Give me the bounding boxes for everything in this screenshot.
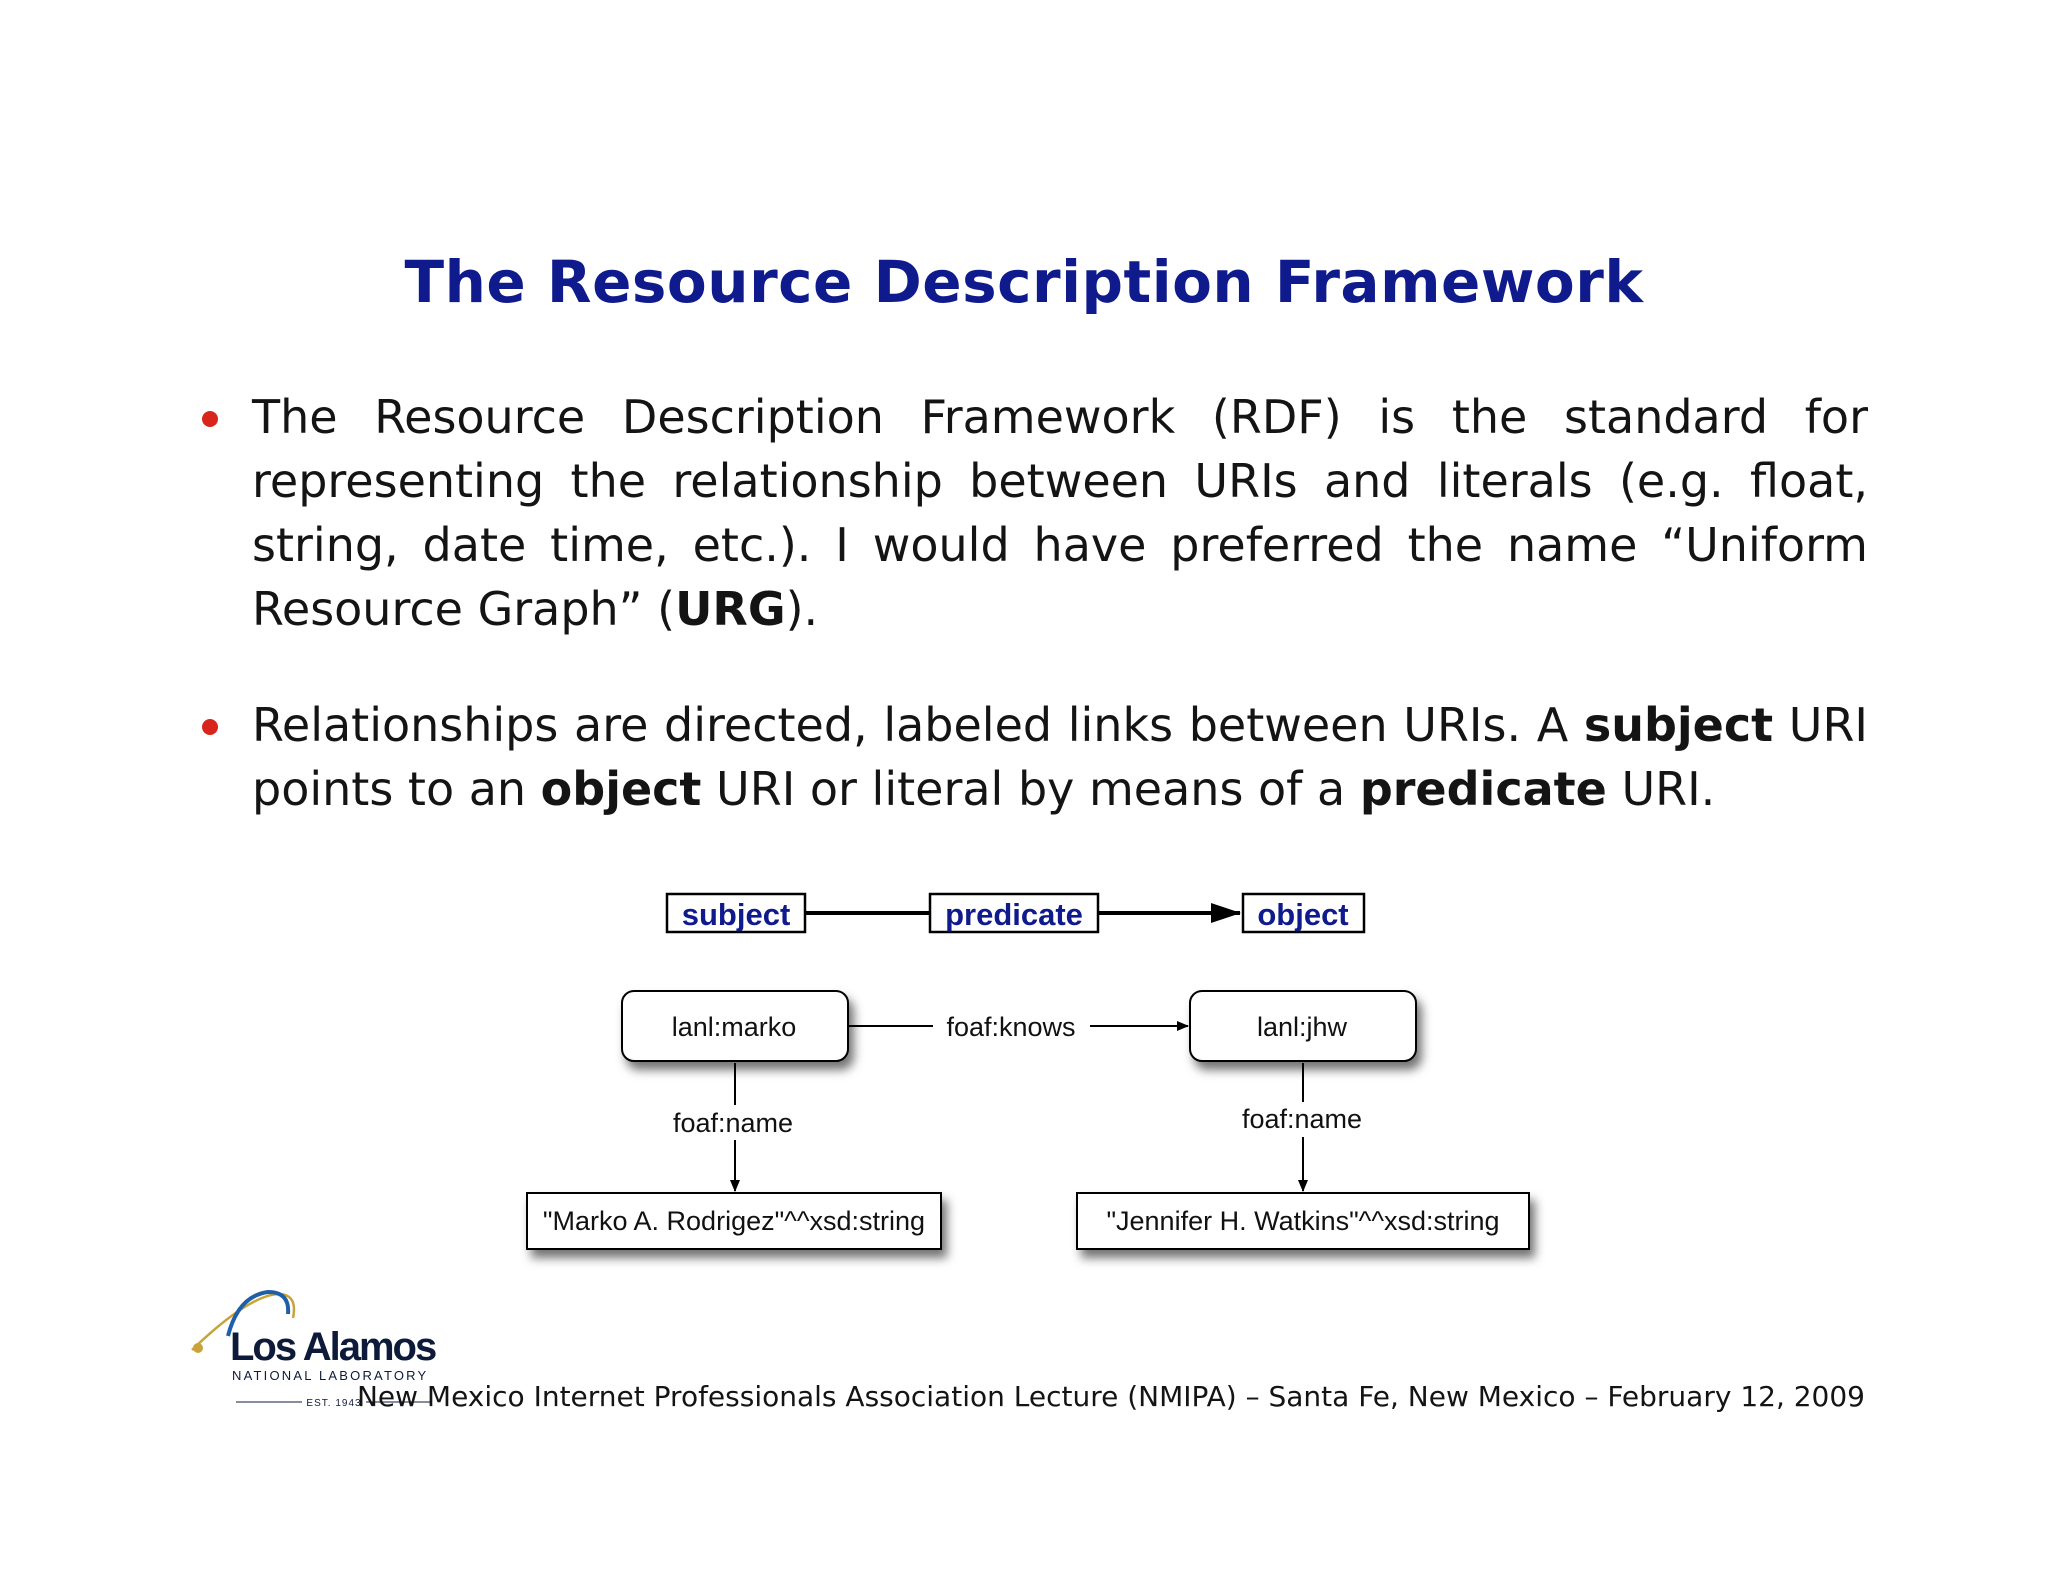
legend-predicate-label: predicate xyxy=(945,897,1083,932)
slide-title: The Resource Description Framework xyxy=(404,248,1644,316)
bullet-segment: URI points to an xyxy=(252,698,1868,816)
node-jhw-literal xyxy=(1076,1192,1530,1250)
bullet-item: The Resource Description Framework (RDF)… xyxy=(196,385,1868,641)
legend-predicate-box xyxy=(928,892,1100,934)
bullet-segment: ). xyxy=(785,582,819,636)
legend-row: subject predicate object xyxy=(665,892,1366,934)
bullet-segment-bold: subject xyxy=(1583,698,1774,752)
bullet-segment-bold: predicate xyxy=(1359,762,1607,816)
bullet-segment: The Resource Description Framework (RDF)… xyxy=(252,390,1868,636)
bullet-text: The Resource Description Framework (RDF)… xyxy=(252,390,1868,636)
bullet-text: Relationships are directed, labeled link… xyxy=(252,698,1868,816)
edge-knows-label: foaf:knows xyxy=(946,1012,1075,1042)
legend-subject-label: subject xyxy=(682,897,791,932)
node-jhw xyxy=(1189,990,1417,1062)
logo-established: EST. 1943 xyxy=(306,1398,361,1409)
bullet-dot-icon xyxy=(202,411,218,427)
logo-orbit-blue xyxy=(226,1289,291,1337)
logo-dot xyxy=(193,1343,203,1353)
edge-marko-name-label: foaf:name xyxy=(673,1108,793,1138)
node-marko-literal-label: "Marko A. Rodrigez"^^xsd:string xyxy=(543,1206,925,1236)
bullet-segment: URI. xyxy=(1606,762,1716,816)
node-jhw-label: lanl:jhw xyxy=(1257,1012,1348,1042)
logo-name: Los Alamos xyxy=(230,1325,436,1369)
bullet-segment: Relationships are directed, labeled link… xyxy=(252,698,1584,752)
bullet-segment-bold: URG xyxy=(675,582,786,636)
bullet-item: Relationships are directed, labeled link… xyxy=(196,693,1868,821)
logo-subtitle: NATIONAL LABORATORY xyxy=(232,1368,428,1383)
los-alamos-logo: Los Alamos NATIONAL LABORATORY EST. 1943 xyxy=(191,1289,438,1409)
legend-object-box xyxy=(1241,892,1366,934)
legend-subject-box xyxy=(665,892,807,934)
slide-footer: New Mexico Internet Professionals Associ… xyxy=(356,1380,1865,1413)
bullet-segment: URI or literal by means of a xyxy=(701,762,1360,816)
edge-jhw-name-label: foaf:name xyxy=(1242,1104,1362,1134)
node-marko xyxy=(621,990,849,1062)
bullet-dot-icon xyxy=(202,719,218,735)
node-marko-label: lanl:marko xyxy=(672,1012,797,1042)
node-marko-literal xyxy=(526,1192,942,1250)
legend-object-label: object xyxy=(1257,897,1348,932)
graph-edges: foaf:knows foaf:name foaf:name xyxy=(673,1012,1362,1192)
bullet-segment-bold: object xyxy=(540,762,702,816)
bullet-list: The Resource Description Framework (RDF)… xyxy=(196,385,1868,821)
node-jhw-literal-label: "Jennifer H. Watkins"^^xsd:string xyxy=(1106,1206,1499,1236)
graph-nodes: lanl:marko lanl:jhw "Marko A. Rodrigez"^… xyxy=(526,990,1530,1250)
